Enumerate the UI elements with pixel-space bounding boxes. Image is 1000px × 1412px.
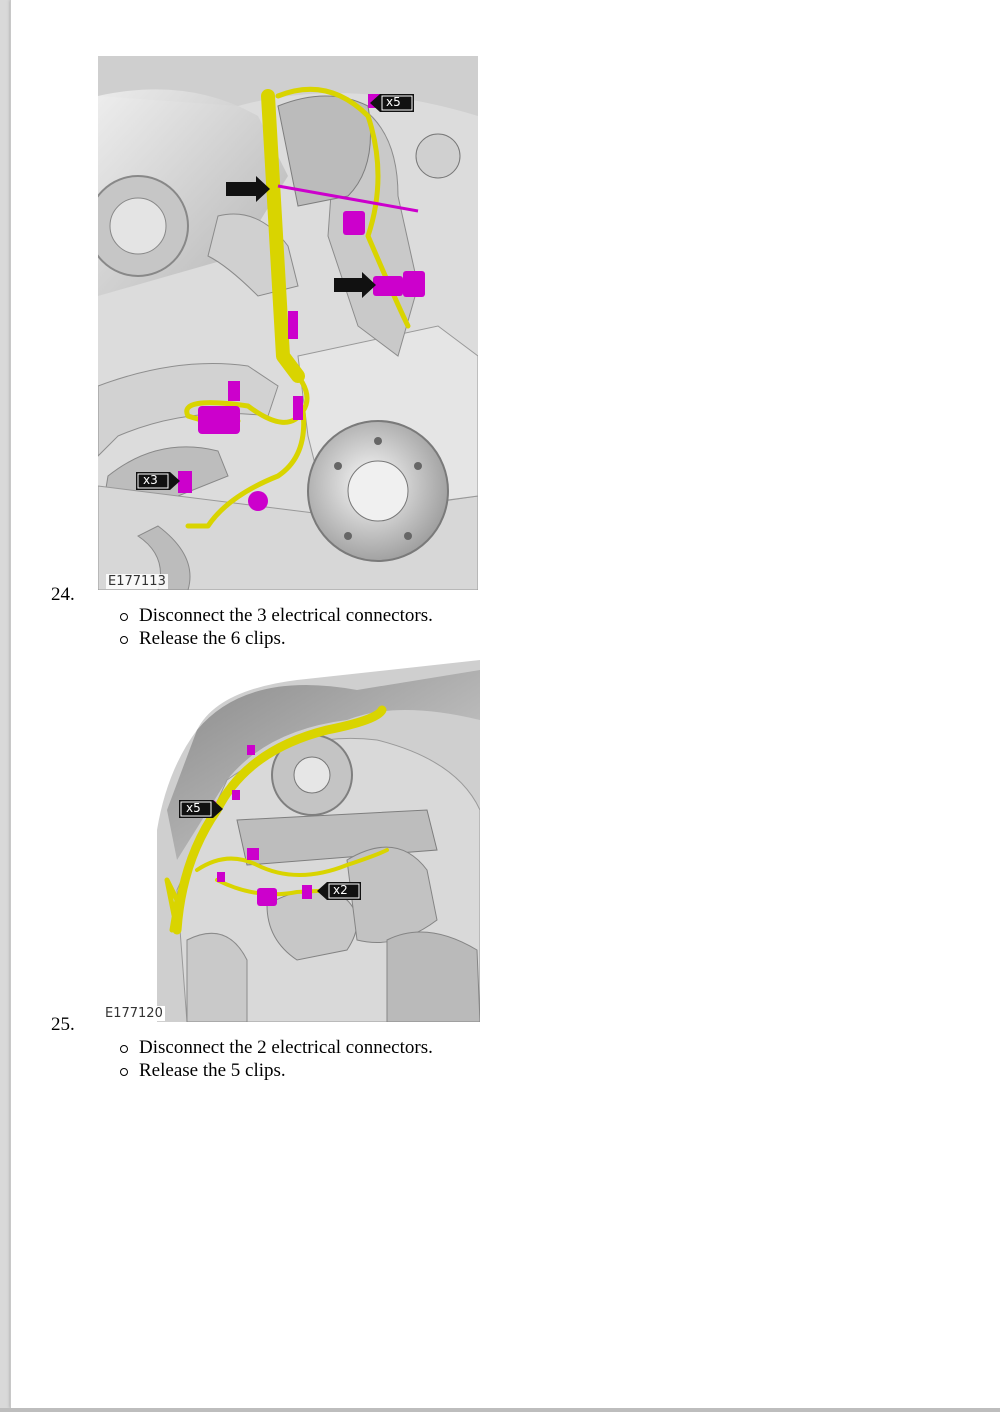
figure-id: E177120 xyxy=(103,1006,165,1021)
step-24-instructions: Disconnect the 3 electrical connectors. … xyxy=(117,604,433,650)
instruction-item: Disconnect the 2 electrical connectors. xyxy=(117,1036,433,1059)
callout-x5: x5 xyxy=(179,800,223,818)
instruction-item: Release the 6 clips. xyxy=(117,627,433,650)
page-bottom-edge xyxy=(0,1408,1000,1412)
figure-id: E177113 xyxy=(106,574,168,589)
callout-x3-label: x3 xyxy=(143,473,158,487)
step-number: 24. xyxy=(51,584,75,605)
callout-x2-label: x2 xyxy=(333,883,348,897)
step-number: 25. xyxy=(51,1014,75,1035)
callout-x3: x3 xyxy=(136,472,180,490)
callout-x5: x5 xyxy=(370,94,414,112)
callout-x2: x2 xyxy=(317,882,361,900)
step-24-illustration: x5 x3 E177113 xyxy=(98,56,478,590)
instruction-item: Disconnect the 3 electrical connectors. xyxy=(117,604,433,627)
step-25-instructions: Disconnect the 2 electrical connectors. … xyxy=(117,1036,433,1082)
document-page: x5 x3 E177113 24. Disconnect the 3 elect… xyxy=(10,0,1000,1408)
callout-x5-label: x5 xyxy=(386,95,401,109)
step-25-illustration: x5 x2 E177120 xyxy=(97,660,480,1022)
callout-x5-label: x5 xyxy=(186,801,201,815)
instruction-item: Release the 5 clips. xyxy=(117,1059,433,1082)
